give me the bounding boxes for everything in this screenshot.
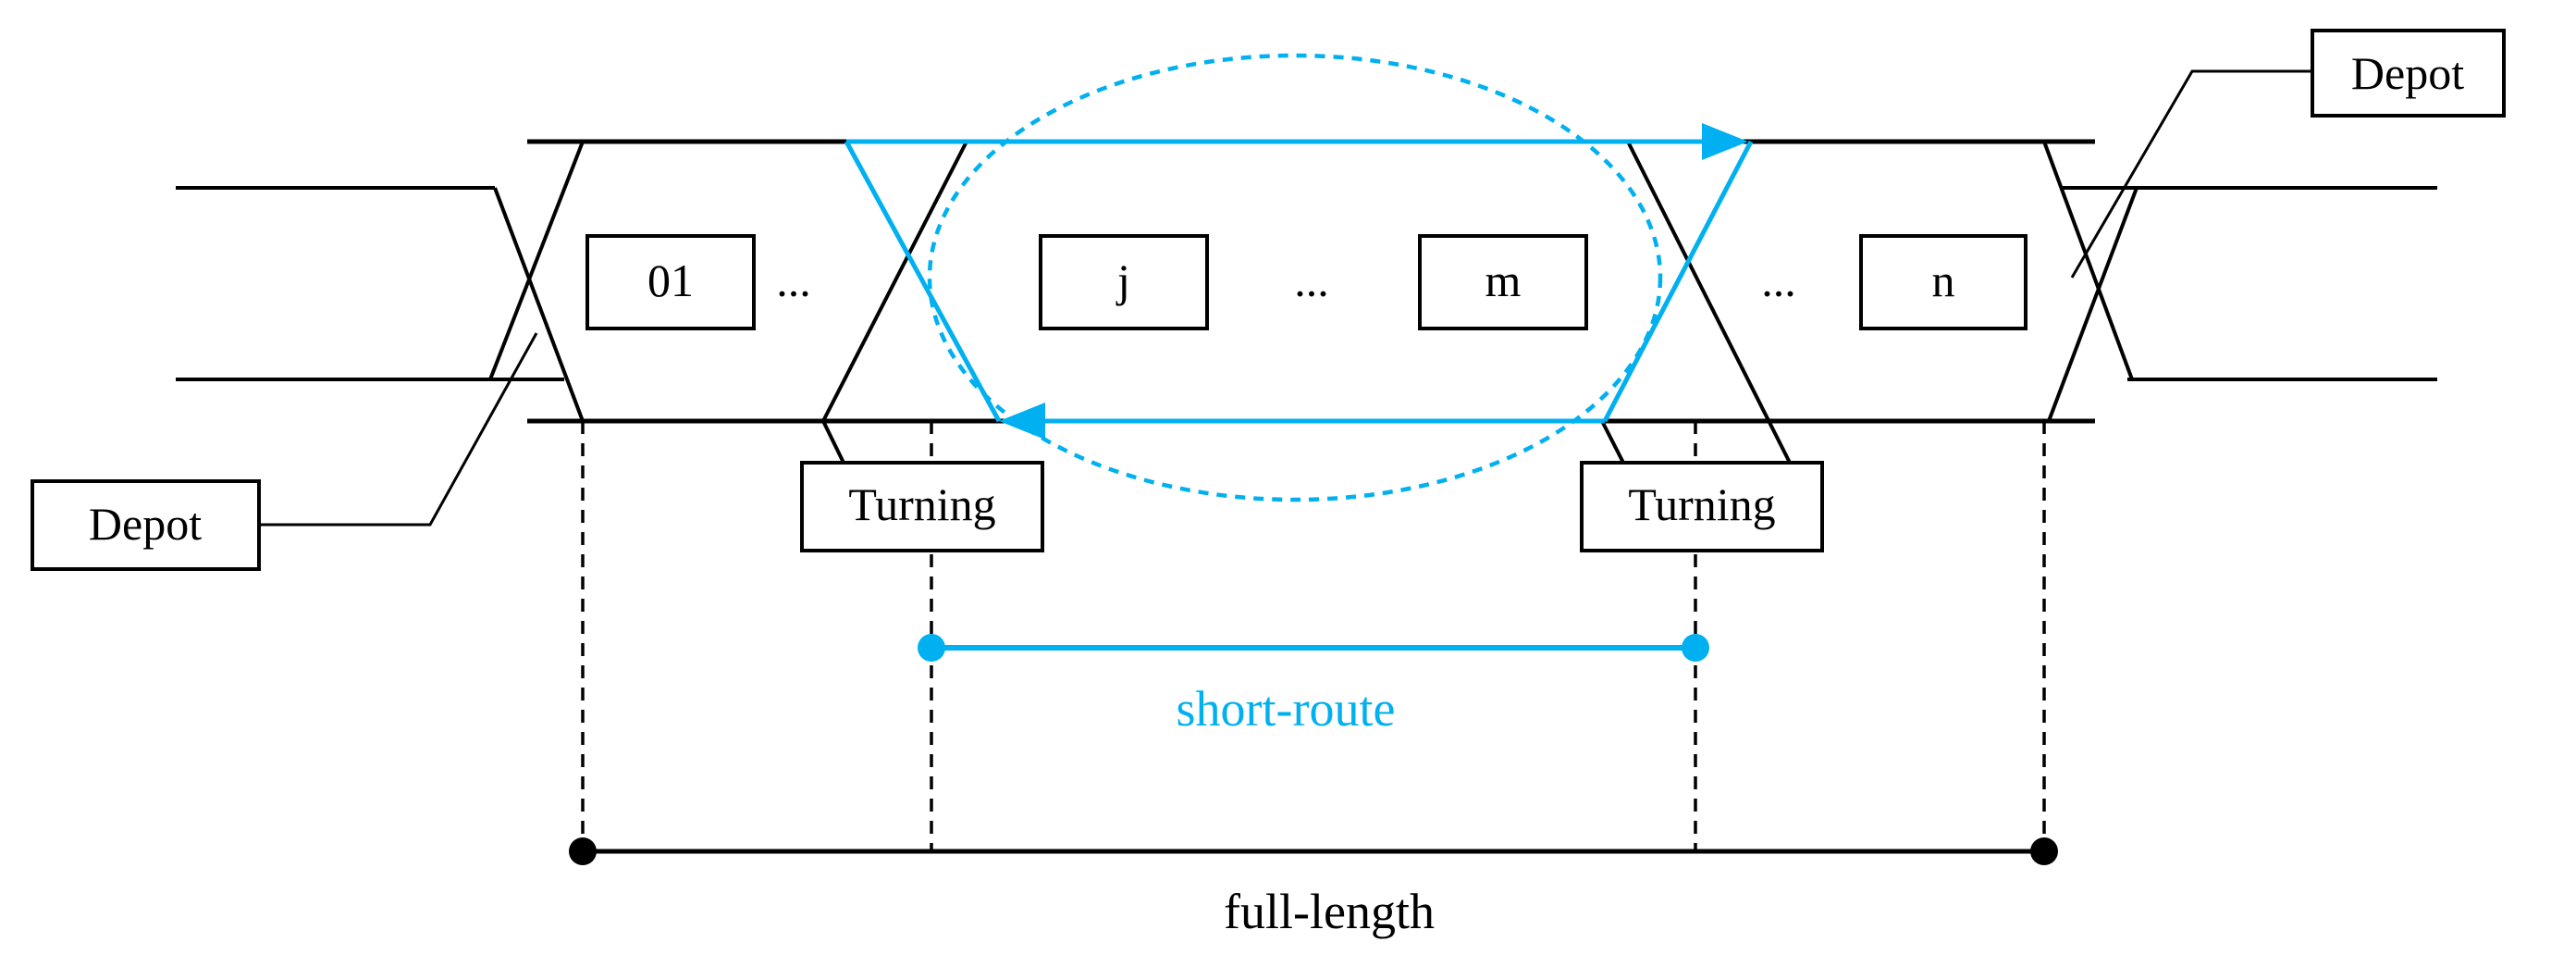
left-depot-label: Depot	[89, 498, 202, 550]
full-length-span: full-length	[569, 837, 2058, 939]
ellipsis-left: ...	[776, 254, 811, 306]
station-01-label: 01	[647, 254, 694, 306]
left-turning: Turning	[800, 461, 1044, 552]
left-crossover-a	[493, 187, 585, 422]
turning-stubs	[821, 420, 1625, 464]
right-crossover-b	[2047, 187, 2138, 422]
right-depot: Depot	[2311, 29, 2506, 118]
station-j-label: j	[1115, 254, 1130, 306]
ellipsis-right: ...	[1761, 254, 1796, 306]
short-route-start-dot	[918, 634, 945, 662]
left-turning-stub-a	[821, 420, 845, 464]
station-n-label: n	[1932, 254, 1955, 306]
short-route-end-dot	[1682, 634, 1709, 662]
right-depot-connector	[2070, 69, 2312, 279]
left-crossover-b	[488, 141, 585, 380]
station-m: m	[1418, 234, 1588, 330]
full-length-start-dot	[569, 837, 597, 865]
right-turning: Turning	[1580, 461, 1824, 552]
right-depot-label: Depot	[2351, 47, 2464, 99]
station-n: n	[1859, 234, 2028, 330]
right-crossover-a	[2042, 141, 2134, 380]
left-depot-connector	[259, 332, 538, 527]
right-turning-stub-a	[1600, 420, 1625, 464]
short-route-right-turn	[1602, 140, 1754, 423]
short-route-left-turn	[844, 140, 1002, 423]
left-depot: Depot	[31, 479, 261, 571]
full-length-label: full-length	[1224, 884, 1435, 939]
station-m-label: m	[1485, 254, 1522, 306]
turning-crossover-right	[1626, 141, 1792, 464]
full-length-end-dot	[2030, 837, 2058, 865]
station-01: 01	[585, 234, 756, 330]
depot-connectors	[259, 69, 2312, 527]
turning-crossover-left	[821, 141, 968, 422]
short-route-loop	[844, 53, 1754, 502]
crossovers	[488, 141, 2138, 464]
short-route-span: short-route	[918, 634, 1709, 737]
right-turning-label: Turning	[1628, 478, 1775, 530]
short-route-ellipse	[927, 53, 1663, 502]
station-j: j	[1039, 234, 1209, 330]
left-turning-label: Turning	[848, 478, 995, 530]
ellipsis-middle: ...	[1294, 254, 1329, 306]
short-route-label: short-route	[1177, 681, 1396, 737]
